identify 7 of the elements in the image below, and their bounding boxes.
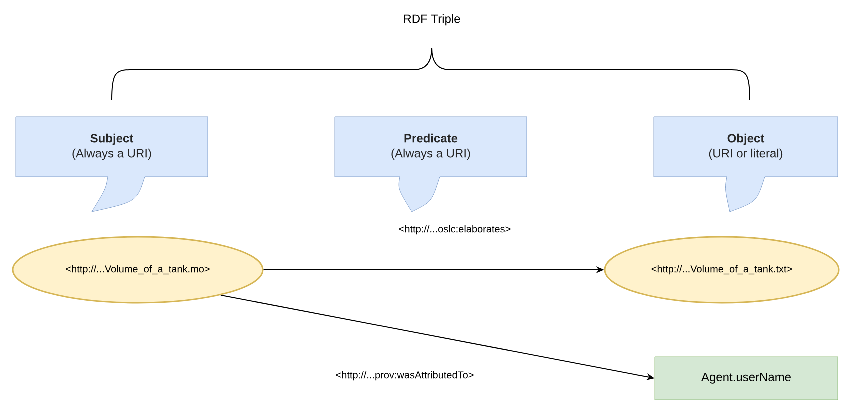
edge-label: <http://...oslc:elaborates> bbox=[398, 224, 512, 236]
title-label: RDF Triple bbox=[404, 14, 460, 26]
speech-bubble: Predicate (Always a URI) bbox=[334, 116, 528, 212]
edge-label: <http://...prov:wasAttributedTo> bbox=[334, 370, 476, 382]
speech-bubble: Object (URI or literal) bbox=[654, 116, 838, 212]
speech-bubble: Subject (Always a URI) bbox=[16, 116, 208, 212]
process-box: Agent.userName bbox=[654, 356, 838, 400]
